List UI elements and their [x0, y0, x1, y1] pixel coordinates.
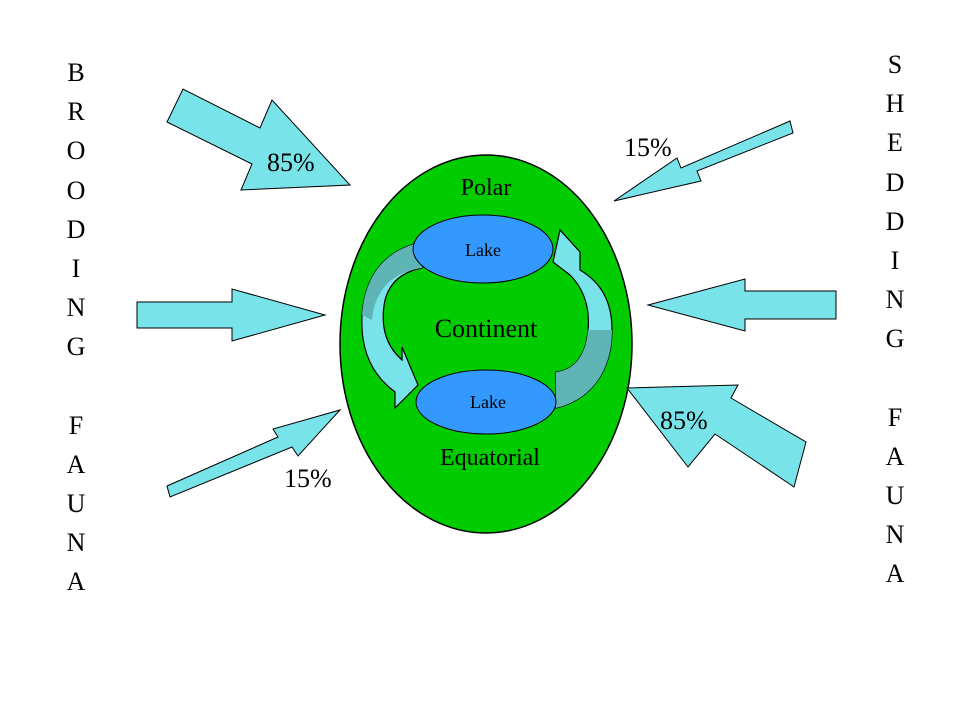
- left-bottom-percent: 15%: [284, 464, 332, 493]
- left-middle-arrow-icon: [136, 288, 327, 342]
- right-middle-arrow-icon: [646, 278, 837, 332]
- letter: O: [66, 136, 86, 166]
- letter: F: [68, 410, 84, 440]
- right-top-arrow-icon: [613, 120, 794, 202]
- equatorial-label: Equatorial: [440, 445, 540, 471]
- right-bottom-percent: 85%: [660, 406, 708, 435]
- shedding-fauna-label: S H E D D I N G F A U N A: [870, 45, 920, 594]
- continent-label: Continent: [435, 314, 538, 343]
- letter: H: [885, 89, 905, 119]
- upper-lake-shape: [412, 214, 554, 284]
- letter: N: [66, 293, 86, 323]
- letter: U: [885, 481, 905, 511]
- cycle-arrow-right-shade: [556, 330, 612, 408]
- letter: S: [887, 50, 903, 79]
- right-bottom-arrow-icon: [626, 384, 807, 488]
- letter: N: [66, 528, 86, 558]
- letter: U: [66, 489, 86, 519]
- letter: R: [67, 97, 85, 127]
- polar-label: Polar: [461, 175, 512, 201]
- letter: A: [66, 449, 86, 479]
- left-bottom-arrow-icon: [166, 409, 342, 498]
- letter: A: [885, 441, 905, 471]
- letter: I: [71, 253, 81, 283]
- letter: D: [885, 167, 905, 197]
- left-top-arrow-icon: [166, 88, 352, 191]
- lower-lake-shape: [415, 369, 557, 435]
- letter: O: [66, 175, 86, 205]
- brooding-fauna-label: B R O O D I N G F A U N A: [51, 53, 101, 602]
- upper-lake-label: Lake: [465, 240, 501, 260]
- lower-lake-label: Lake: [470, 392, 506, 412]
- letter: G: [66, 332, 86, 362]
- letter: B: [67, 58, 85, 87]
- letter: D: [66, 214, 86, 244]
- word-gap: [51, 367, 101, 406]
- cycle-arrow-left-shade: [362, 242, 422, 320]
- letter: A: [66, 567, 86, 597]
- letter: F: [887, 402, 903, 432]
- letter: A: [885, 559, 905, 589]
- letter: D: [885, 206, 905, 236]
- letter: I: [890, 245, 900, 275]
- word-gap: [870, 359, 920, 398]
- left-top-percent: 85%: [267, 148, 315, 177]
- letter: G: [885, 324, 905, 354]
- letter: E: [887, 128, 903, 158]
- right-top-percent: 15%: [624, 133, 672, 162]
- letter: N: [885, 285, 905, 315]
- letter: N: [885, 520, 905, 550]
